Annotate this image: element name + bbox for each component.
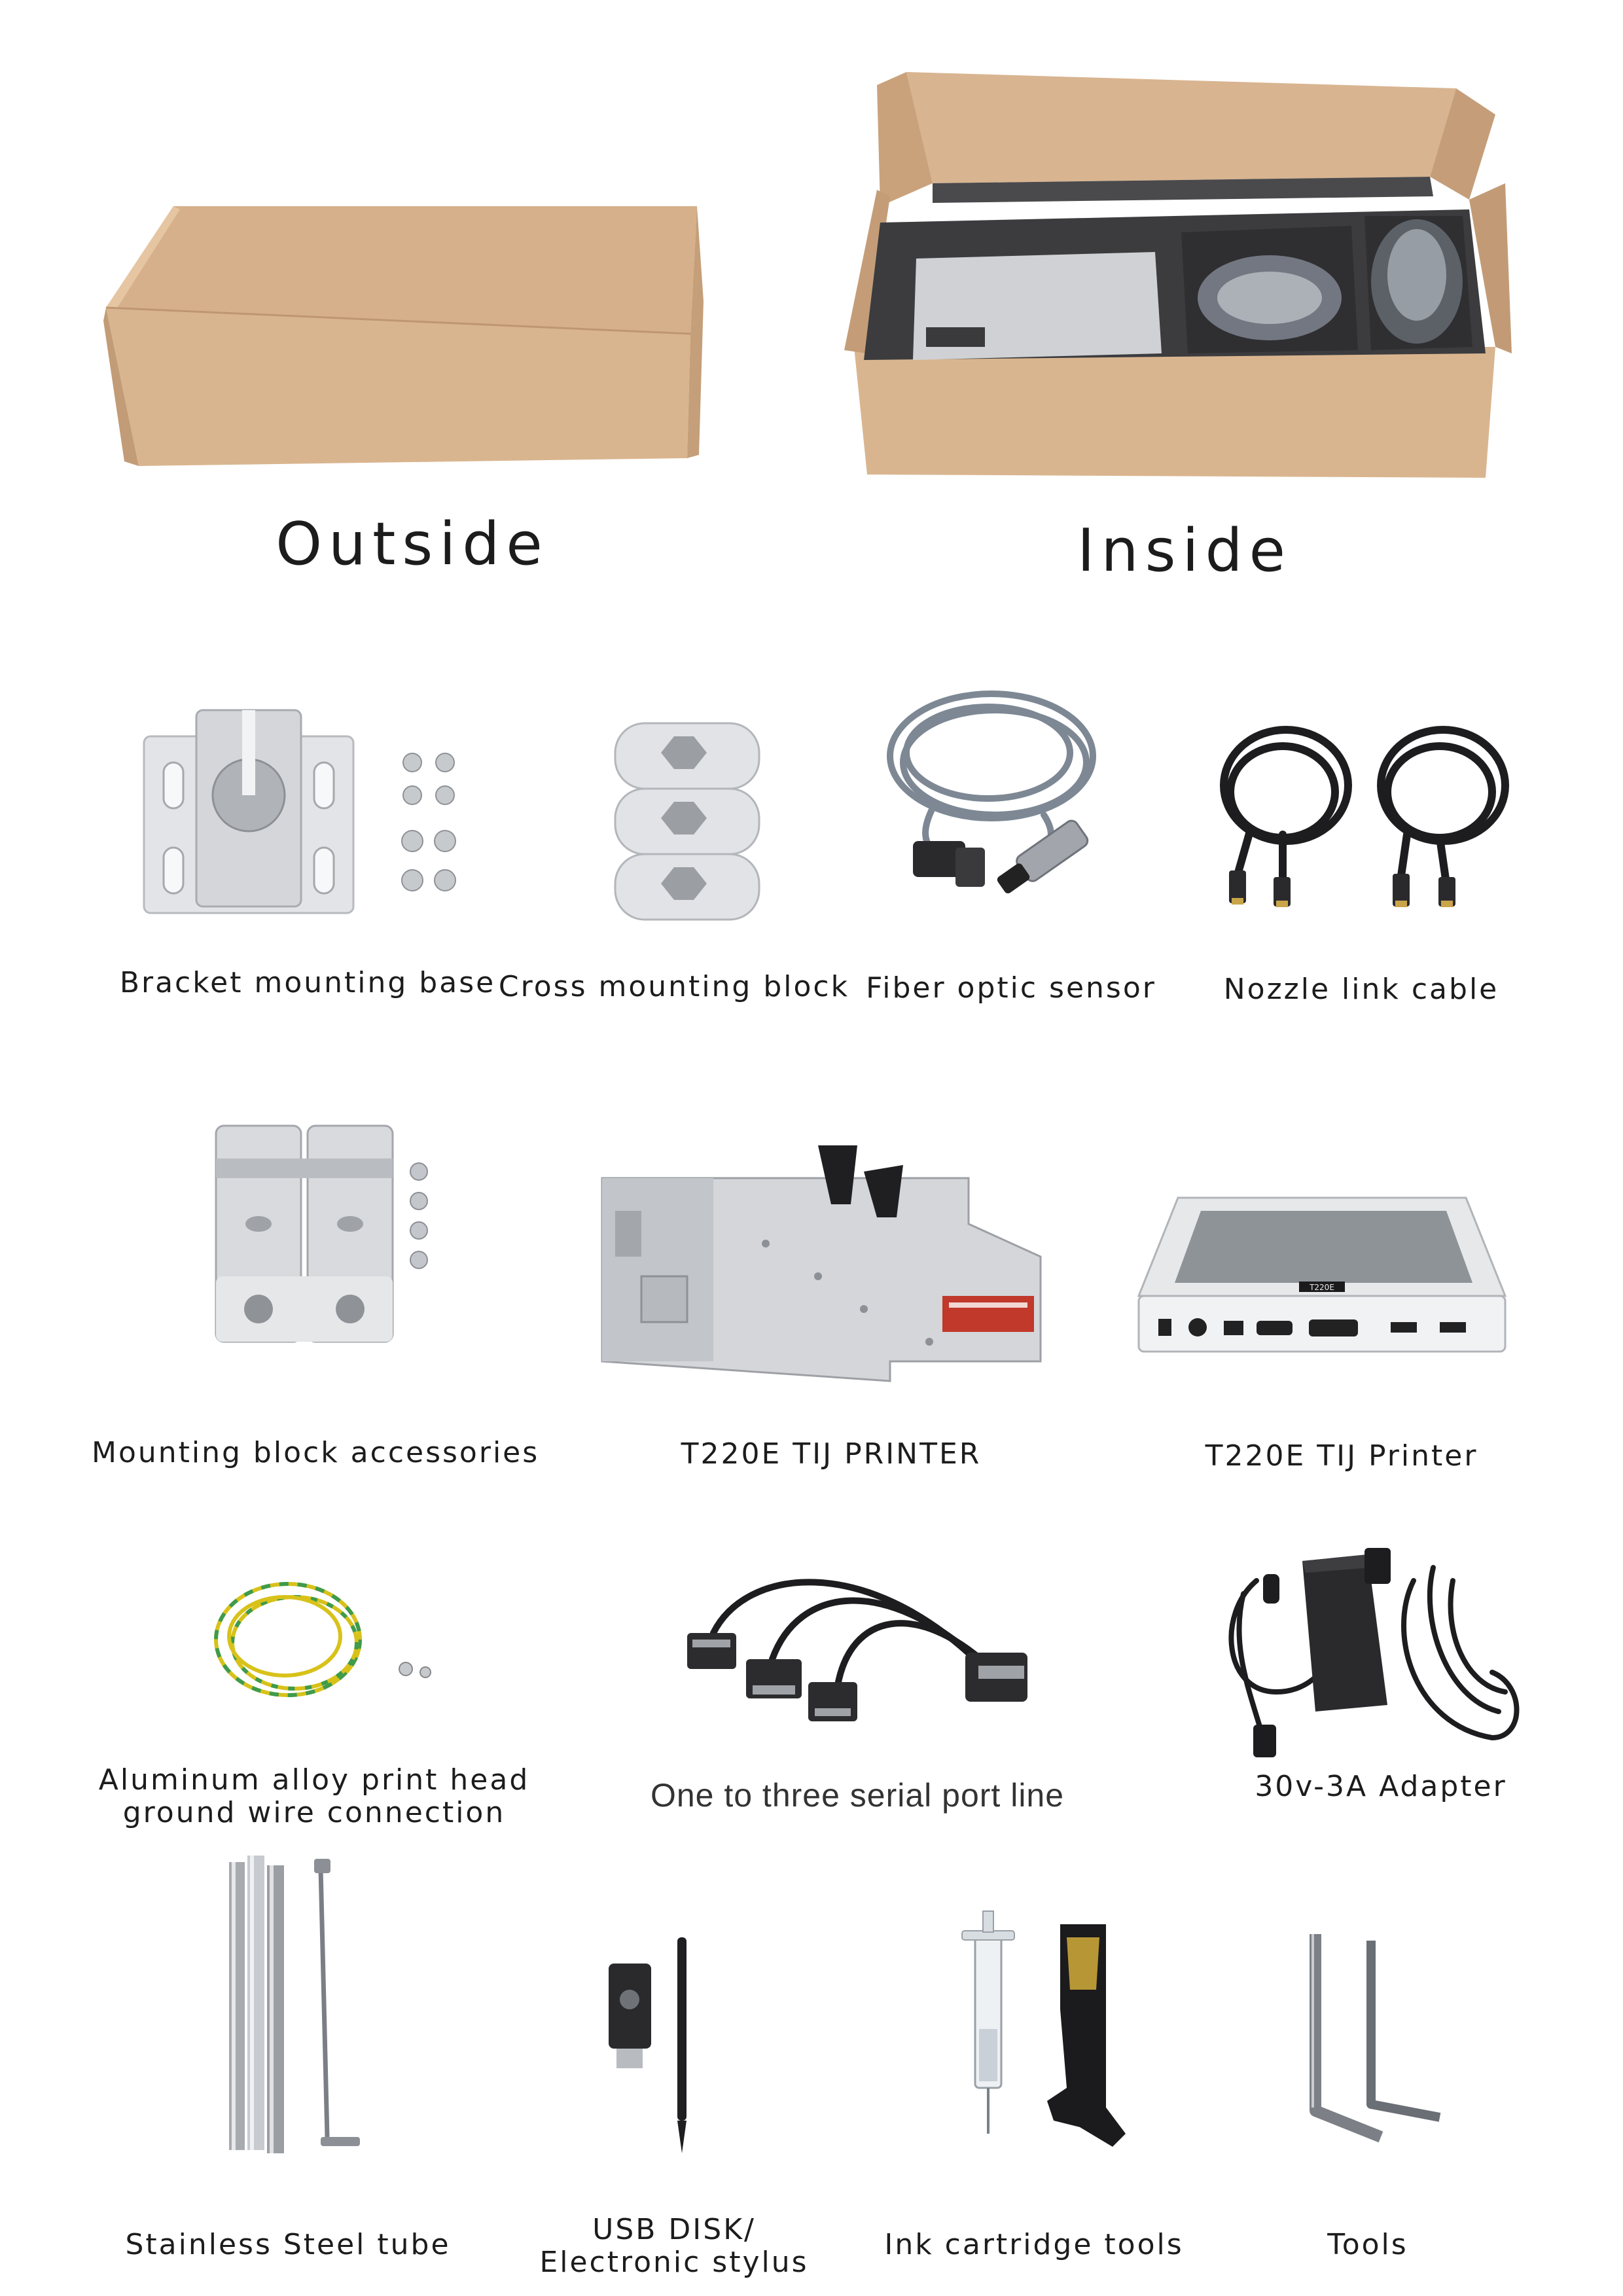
bracket-mounting-base-label: Bracket mounting base (119, 966, 496, 999)
nozzle-link-cable-image (1211, 720, 1525, 910)
ground-wire-label-line2: ground wire connection (122, 1796, 506, 1829)
tools-label: Tools (1327, 2228, 1408, 2261)
tij-controller-image: T220E (1137, 1196, 1507, 1355)
inside-box-image (841, 72, 1515, 478)
adapter-label: 30v-3A Adapter (1255, 1770, 1507, 1803)
stainless-steel-tube-image (216, 1849, 373, 2163)
fiber-optic-sensor-image (880, 684, 1103, 900)
mounting-block-accessories-image (209, 1124, 445, 1348)
bracket-mounting-base-image (137, 709, 478, 920)
mounting-block-accessories-label: Mounting block accessories (92, 1436, 540, 1469)
outside-box-image (98, 196, 707, 471)
outside-label: Outside (276, 510, 549, 579)
serial-port-line-image (668, 1561, 1054, 1738)
ground-wire-label-line1: Aluminum alloy print head (98, 1763, 530, 1797)
usb-disk-stylus-image (602, 1937, 707, 2160)
ink-cartridge-tools-label: Ink cartridge tools (884, 2228, 1184, 2261)
tij-print-head-image (601, 1145, 1060, 1382)
cross-mounting-block-label: Cross mounting block (498, 970, 850, 1003)
controller-screen-text: T220E (1309, 1283, 1334, 1292)
inside-label: Inside (1077, 516, 1292, 585)
hex-keys-tools-image (1309, 1934, 1459, 2144)
fiber-optic-sensor-label: Fiber optic sensor (866, 971, 1156, 1005)
adapter-image (1217, 1541, 1525, 1764)
stainless-steel-tube-label: Stainless Steel tube (125, 2228, 451, 2261)
usb-disk-stylus-label-line2: Electronic stylus (539, 2246, 809, 2279)
tij-controller-label: T220E TIJ Printer (1205, 1439, 1478, 1473)
usb-disk-stylus-label-line1: USB DISK/ (592, 2213, 756, 2246)
tij-print-head-label: T220E TIJ PRINTER (681, 1437, 982, 1471)
cross-mounting-block-image (602, 717, 772, 926)
serial-port-line-label: One to three serial port line (650, 1777, 1065, 1814)
ink-cartridge-tools-image (942, 1910, 1145, 2160)
nozzle-link-cable-label: Nozzle link cable (1223, 973, 1499, 1006)
ground-wire-image (209, 1577, 445, 1702)
